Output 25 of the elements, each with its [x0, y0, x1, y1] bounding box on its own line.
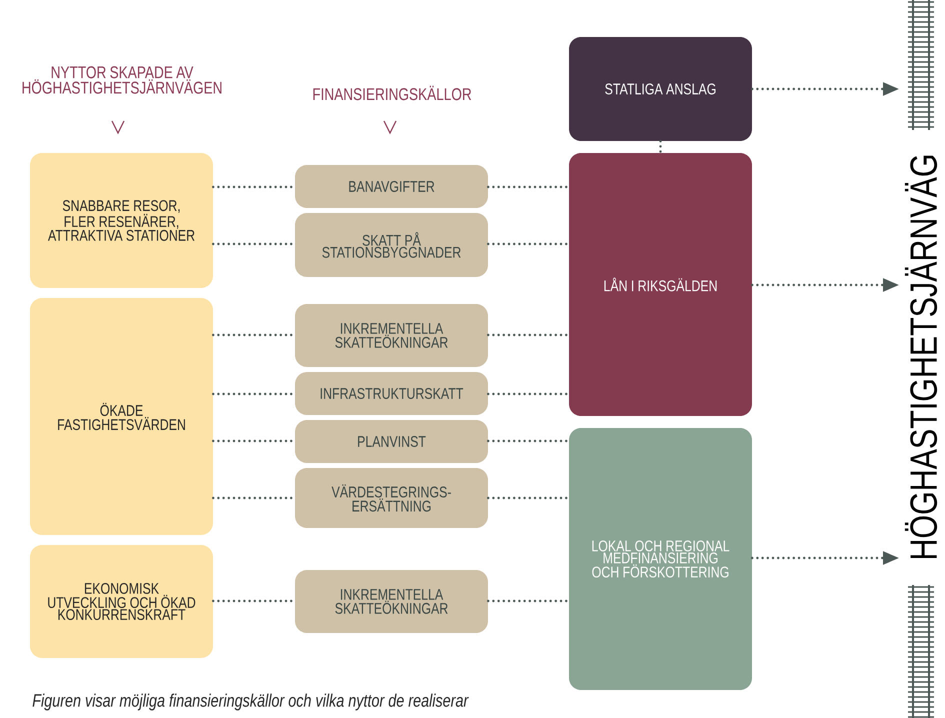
benefit-box: ÖKADE FASTIGHETSVÄRDEN	[30, 298, 213, 535]
column-heading: FINANSIERINGSKÄLLOR	[313, 86, 472, 100]
benefit-box: SNABBARE RESOR, FLER RESENÄRER, ATTRAKTIVA STATIONER	[30, 153, 213, 288]
vertical-title: HÖGHASTIGHETSJÄRNVÄG	[904, 156, 938, 558]
dotted-connector	[487, 440, 570, 442]
dotted-connector	[487, 242, 570, 246]
source-box: SKATT PÅ STATIONSBYGGNADER	[295, 213, 488, 277]
dotted-connector	[487, 600, 570, 602]
source-box: INFRASTRUKTURSKATT	[295, 372, 488, 415]
source-box: INKREMENTELLA SKATTEÖKNINGAR	[295, 304, 488, 367]
source-box: INKREMENTELLA SKATTEÖKNINGAR	[295, 570, 488, 633]
dotted-connector	[487, 186, 570, 188]
caption: Figuren visar möjliga finansieringskällor och vilka nyttor de realiserar	[32, 694, 469, 710]
funding-box: LOKAL OCH REGIONAL MEDFINANSIERING OCH FÖRSKOTTERING	[569, 428, 752, 690]
dotted-connector	[659, 140, 662, 154]
source-box: VÄRDESTEGRINGS- ERSÄTTNING	[295, 468, 488, 528]
dotted-connector	[487, 496, 570, 500]
column-heading: NYTTOR SKAPADE AV HÖGHASTIGHETSJÄRNVÄGEN	[22, 66, 222, 94]
benefit-box: EKONOMISK UTVECKLING OCH ÖKAD KONKURRENSKRAFT	[30, 545, 213, 658]
dotted-connector	[487, 392, 570, 396]
source-box: BANAVGIFTER	[295, 165, 488, 208]
dotted-connector	[487, 334, 570, 336]
funding-box: LÅN I RIKSGÄLDEN	[569, 153, 752, 416]
funding-box: STATLIGA ANSLAG	[569, 37, 752, 141]
source-box: PLANVINST	[295, 420, 488, 463]
